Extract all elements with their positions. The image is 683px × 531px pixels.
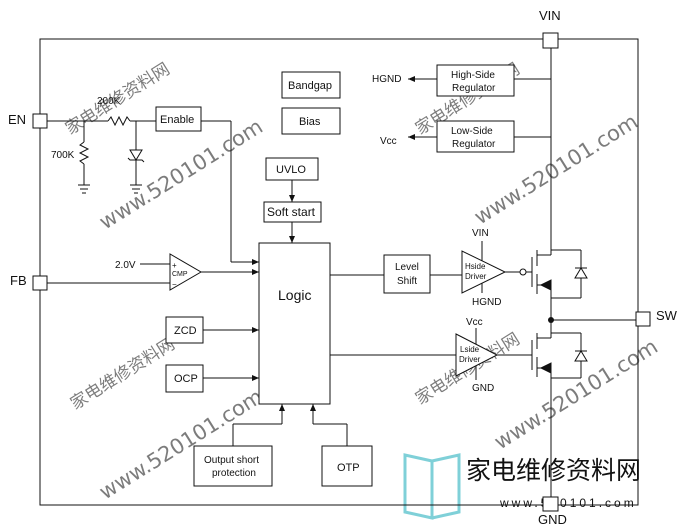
output-short-protection-block[interactable]	[193, 445, 273, 487]
pin-en-label: EN	[8, 112, 26, 127]
level-shift-label-line1: Level	[395, 262, 419, 273]
uvlo-label: UVLO	[276, 164, 306, 176]
enable-label: Enable	[160, 114, 194, 126]
ref-2v-label: 2.0V	[115, 260, 136, 271]
low-side-regulator-block[interactable]	[436, 120, 515, 153]
logic-block[interactable]	[258, 242, 331, 405]
resistor-700k-label: 700K	[51, 150, 75, 161]
bias-label: Bias	[299, 116, 321, 128]
zcd-block[interactable]	[165, 316, 204, 344]
watermark-text: www.520101.com	[95, 114, 267, 234]
cmp-plus-label: +	[172, 261, 177, 270]
low-side-regulator-label-line1: Low-Side	[451, 126, 493, 137]
bias-block[interactable]	[281, 107, 341, 135]
otp-label: OTP	[337, 462, 360, 474]
ocp-label: OCP	[174, 373, 198, 385]
watermark-text: 家电维修资料网	[67, 334, 179, 414]
pin-fb-pad[interactable]	[32, 275, 48, 291]
high-side-regulator-block[interactable]	[436, 64, 515, 97]
pin-sw-label: SW	[656, 308, 678, 323]
hgnd-output-label: HGND	[372, 74, 401, 85]
chip-boundary	[39, 38, 639, 506]
level-shift-block[interactable]	[383, 254, 431, 294]
lside-driver-label-line1: Lside	[460, 345, 480, 354]
pin-en-pad[interactable]	[32, 113, 48, 129]
soft-start-block[interactable]	[263, 201, 322, 223]
resistor-200k-label: 200K	[97, 96, 121, 107]
pin-fb-label: FB	[10, 273, 27, 288]
pin-vin-label: VIN	[539, 8, 561, 23]
bandgap-label: Bandgap	[288, 80, 332, 92]
lside-gnd-label: GND	[472, 383, 494, 394]
level-shift-label-line2: Shift	[397, 276, 417, 287]
logic-label: Logic	[278, 287, 311, 303]
watermark-logo: 家电维修资料网 www.520101.com	[403, 453, 641, 520]
output-short-label-line1: Output short	[204, 455, 259, 466]
low-side-regulator-label-line2: Regulator	[452, 139, 496, 150]
zcd-label: ZCD	[174, 325, 197, 337]
uvlo-block[interactable]	[265, 157, 319, 181]
lside-driver-label-line2: Driver	[459, 355, 481, 364]
lside-vcc-label: Vcc	[466, 317, 483, 328]
watermark-logo-url: www.520101.com	[499, 496, 637, 510]
pin-vin-pad[interactable]	[542, 32, 559, 49]
high-side-regulator-label-line2: Regulator	[452, 83, 496, 94]
watermark-text: www.520101.com	[490, 334, 662, 454]
otp-block[interactable]	[321, 445, 373, 487]
hside-driver-label-line1: Hside	[465, 262, 486, 271]
sw-junction-dot	[548, 317, 554, 323]
cmp-label: CMP	[172, 271, 188, 278]
pin-gnd-pad[interactable]	[542, 496, 559, 512]
hside-driver-label-line2: Driver	[465, 272, 487, 281]
pin-sw-pad[interactable]	[635, 311, 651, 327]
hside-hgnd-label: HGND	[472, 297, 501, 308]
book-icon	[403, 453, 461, 520]
watermark: 家电维修资料网 www.520101.com 家电维修资料网 www.52010…	[62, 59, 662, 504]
watermark-logo-text: 家电维修资料网	[466, 457, 641, 485]
pin-gnd-label: GND	[538, 512, 567, 527]
hside-vin-label: VIN	[472, 228, 489, 239]
soft-start-label: Soft start	[267, 205, 316, 219]
enable-block[interactable]	[155, 106, 202, 132]
bandgap-block[interactable]	[281, 71, 341, 99]
vcc-output-label: Vcc	[380, 136, 397, 147]
output-short-label-line2: protection	[212, 468, 256, 479]
high-side-regulator-label-line1: High-Side	[451, 70, 495, 81]
cmp-minus-label: −	[172, 280, 177, 289]
ocp-block[interactable]	[165, 364, 204, 393]
